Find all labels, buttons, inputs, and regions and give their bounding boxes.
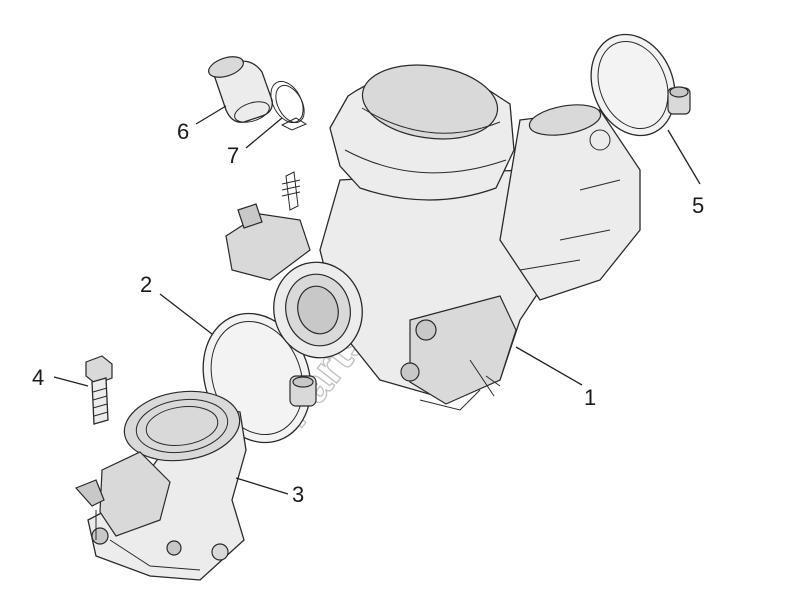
callout-7: 7	[227, 143, 239, 168]
callouts: 1 2 3 4 5 6 7	[32, 119, 704, 507]
callout-6: 6	[177, 119, 189, 144]
leader-5	[667, 129, 701, 185]
leader-lines	[53, 105, 701, 495]
part-4-bolt	[85, 355, 113, 425]
callout-5: 5	[692, 193, 704, 218]
part-5-hose-clamp	[590, 33, 691, 137]
leader-1	[515, 346, 583, 386]
leader-2	[159, 293, 213, 335]
callout-3: 3	[292, 482, 304, 507]
part-7-clamp	[270, 80, 308, 131]
leader-3	[235, 477, 289, 495]
part-6-sleeve	[208, 56, 273, 123]
callout-1: 1	[584, 385, 596, 410]
part-1-carburettor	[225, 64, 641, 411]
callout-2: 2	[140, 272, 152, 297]
leader-4	[53, 376, 89, 387]
part-3-intake-manifold	[74, 390, 247, 581]
leader-6	[195, 105, 227, 125]
leader-7	[245, 117, 283, 149]
callout-4: 4	[32, 365, 44, 390]
